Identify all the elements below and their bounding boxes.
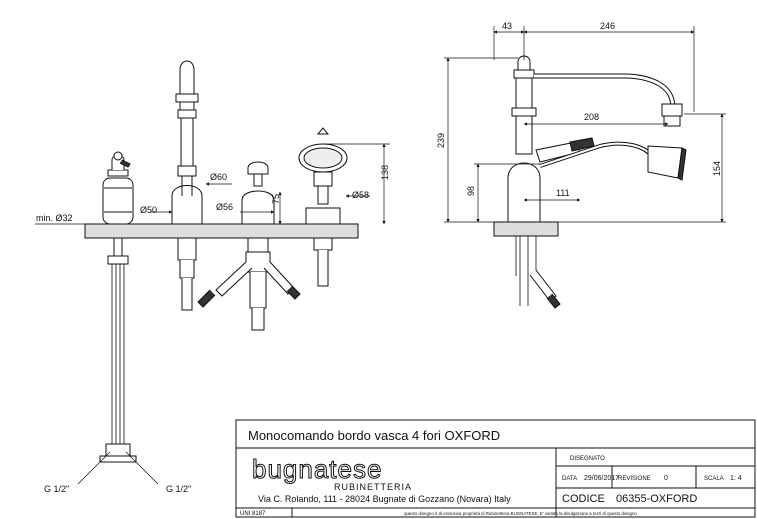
- thread-left-label: G 1/2": [44, 484, 69, 494]
- dim-w208: 208: [584, 112, 599, 122]
- dim-h138: 138: [380, 165, 390, 180]
- dim-h154: 154: [712, 161, 722, 176]
- codice-value: 06355-OXFORD: [616, 493, 697, 505]
- dim-w111: 111: [556, 188, 570, 198]
- dim-d50: Ø50: [140, 205, 157, 215]
- revisione-label: REVISIONE: [618, 476, 651, 482]
- dim-w246: 246: [600, 21, 615, 31]
- deck-plate: [84, 223, 359, 239]
- profile-view: [444, 26, 726, 309]
- mixer-body: [99, 151, 137, 463]
- scala-label: SCALA: [704, 476, 724, 482]
- dim-d60: Ø60: [210, 172, 227, 182]
- company-address: Via C. Rolando, 111 - 28024 Bugnate di G…: [258, 494, 511, 504]
- norm-label: UNI 8187: [240, 511, 266, 517]
- dim-w43: 43: [502, 21, 512, 31]
- thread-right-label: G 1/2": [166, 484, 191, 494]
- scala-value: 1: 4: [730, 475, 742, 482]
- spout-column: [171, 60, 203, 311]
- disclaimer-text: questo disegno è di esclusiva proprietà …: [404, 511, 637, 516]
- data-label: DATA: [562, 476, 577, 482]
- dim-d56: Ø56: [216, 202, 233, 212]
- dim-h75: 75: [271, 194, 281, 204]
- drawing-title: Monocomando bordo vasca 4 fori OXFORD: [248, 428, 500, 443]
- dim-h239: 239: [436, 133, 446, 148]
- title-block: [235, 419, 756, 518]
- disegnato-label: DISEGNATO: [570, 456, 605, 462]
- side-view: [35, 60, 390, 485]
- hand-shower: [298, 127, 348, 287]
- data-value: 29/06/2017: [584, 475, 619, 482]
- dim-min-d32: min. Ø32: [36, 213, 73, 223]
- dim-h98: 98: [466, 186, 476, 196]
- logo-wordmark: bugnatese: [252, 454, 382, 484]
- dim-d58: Ø58: [352, 190, 369, 200]
- diverter-knob: [197, 161, 301, 331]
- logo-subtitle: RUBINETTERIA: [334, 482, 412, 492]
- profile-deck: [493, 221, 559, 237]
- codice-label: CODICE: [562, 493, 605, 505]
- company-logo: bugnatese RUBINETTERIA: [252, 454, 412, 493]
- revisione-value: 0: [664, 475, 668, 482]
